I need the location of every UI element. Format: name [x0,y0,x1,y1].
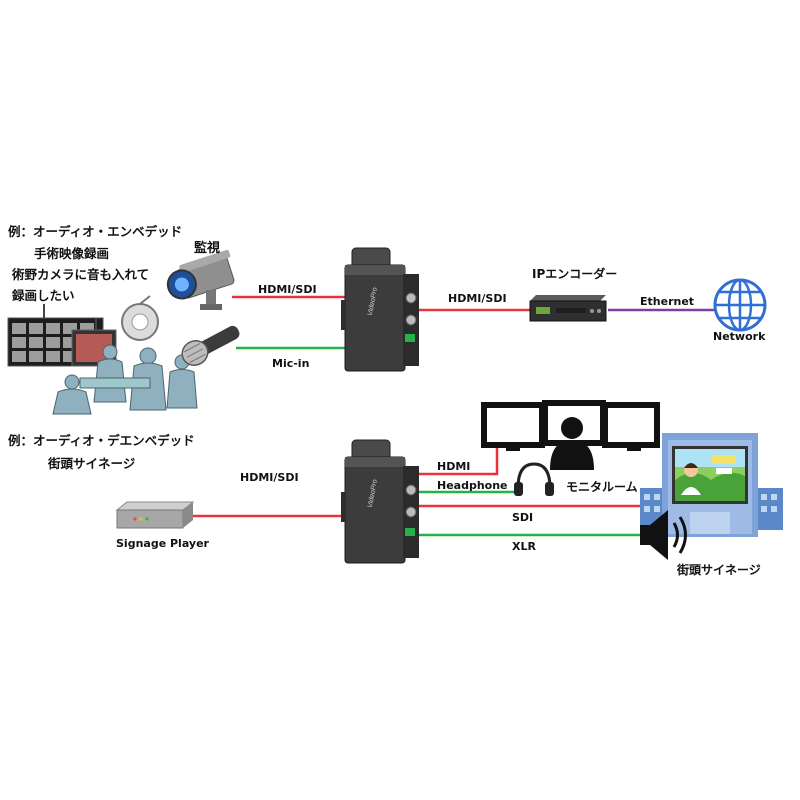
network-globe-icon [713,278,767,332]
mic-in-label: Mic-in [272,357,310,370]
street-signage-label: 街頭サイネージ [677,563,761,577]
signage-player-label: Signage Player [116,537,209,550]
monitor-room-label: モニタルーム [566,480,638,494]
hdmi-sdi-input-label-1: HDMI/SDI [258,283,317,296]
hdmi-monitor-line [416,443,499,476]
network-label: Network [713,330,766,343]
example1-title: 例：オーディオ・エンベデッド [8,224,183,239]
svg-text:VideoPro: VideoPro [367,479,379,509]
example1-description-line2: 録画したい [12,288,75,303]
microphone-icon [181,325,240,366]
svg-text:VideoPro: VideoPro [367,287,379,317]
speaker-icon [640,510,687,560]
hdmi-sdi-input-label-2: HDMI/SDI [240,471,299,484]
surveillance-camera-icon [166,249,235,310]
surgery-scene-image [7,295,198,415]
example2-subtitle: 街頭サイネージ [48,456,136,471]
audio-embedder-device: VideoPro [341,247,419,372]
hdmi-sdi-output-label-1: HDMI/SDI [448,292,507,305]
ethernet-label: Ethernet [640,295,695,308]
sdi-output-label: SDI [512,511,534,524]
audio-deembedder-device: VideoPro [341,439,419,564]
headphone-icon [514,462,554,496]
headphone-label: Headphone [437,479,508,492]
example1-subtitle: 手術映像録画 [34,246,110,261]
operator-icon [550,417,594,470]
hdmi-output-label: HDMI [437,460,471,473]
example2-title: 例：オーディオ・デエンベデッド [8,433,195,448]
camera-label: 監視 [194,241,221,256]
ip-encoder-device [529,295,607,322]
example1-description-line1: 術野カメラに音も入れて [12,267,150,282]
ip-encoder-label: IPエンコーダー [532,267,618,281]
signage-player-device [115,501,195,529]
xlr-label: XLR [512,540,536,553]
